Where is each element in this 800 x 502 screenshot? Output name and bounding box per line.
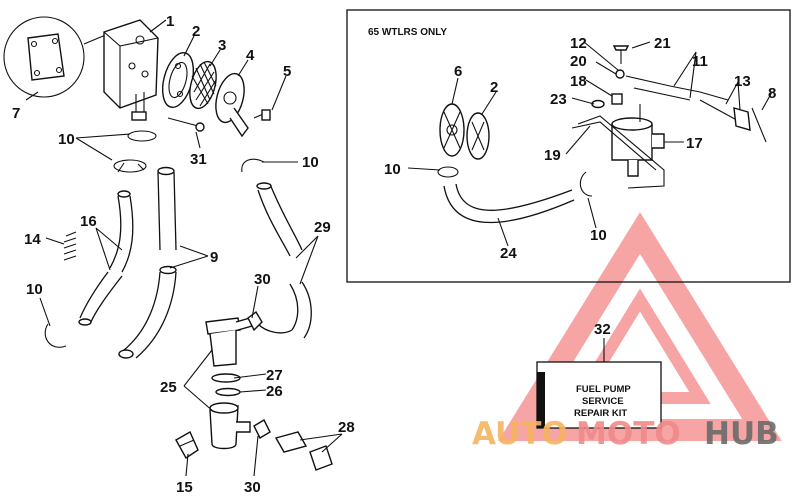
kit-label-line2: SERVICE bbox=[582, 396, 624, 407]
inset-callout-24: 24 bbox=[500, 245, 517, 262]
hose-right bbox=[256, 182, 312, 339]
callout-4: 4 bbox=[246, 47, 255, 64]
inset-fitting bbox=[615, 69, 625, 79]
watermark-auto: AUTO bbox=[472, 416, 568, 452]
bracket bbox=[175, 431, 199, 460]
callout-29: 29 bbox=[314, 219, 331, 236]
inset-check-valve bbox=[439, 103, 465, 157]
inset-callout-2: 2 bbox=[490, 79, 498, 96]
inset-callout-10-b: 10 bbox=[590, 227, 607, 244]
gasket-circle-detail bbox=[3, 16, 109, 98]
callout-28: 28 bbox=[338, 419, 355, 436]
inset-callout-12: 12 bbox=[570, 35, 587, 52]
inset-callout-10-a: 10 bbox=[384, 161, 401, 178]
inset-callout-21: 21 bbox=[654, 35, 671, 52]
hose-pieces bbox=[274, 431, 333, 471]
inset-callout-6: 6 bbox=[454, 63, 462, 80]
callout-16: 16 bbox=[80, 213, 97, 230]
inset-hose bbox=[443, 183, 575, 224]
callout-26: 26 bbox=[266, 383, 283, 400]
screw bbox=[253, 109, 271, 121]
hose-left bbox=[78, 190, 134, 326]
inset-clamp-left bbox=[437, 166, 459, 178]
callout-14: 14 bbox=[24, 231, 41, 248]
callout-2: 2 bbox=[192, 23, 200, 40]
inset-title: 65 WTLRS ONLY bbox=[368, 27, 447, 38]
kit-label-line1: FUEL PUMP bbox=[576, 384, 631, 395]
spring bbox=[63, 231, 77, 261]
kit-label-line3: REPAIR KIT bbox=[574, 408, 627, 419]
clamp-upper-left bbox=[113, 130, 157, 173]
callout-5: 5 bbox=[283, 63, 291, 80]
inset-callout-13: 13 bbox=[734, 73, 751, 90]
callout-30-a: 30 bbox=[254, 271, 271, 288]
inset-callout-23: 23 bbox=[550, 91, 567, 108]
inset-linkage-rod bbox=[625, 75, 745, 125]
filter-screen bbox=[189, 60, 217, 110]
inset-callout-20: 20 bbox=[570, 53, 587, 70]
watermark-moto: MOTO bbox=[576, 416, 681, 452]
inset-callout-19: 19 bbox=[544, 147, 561, 164]
callout-31: 31 bbox=[190, 151, 207, 168]
service-kit-box: FUEL PUMP SERVICE REPAIR KIT bbox=[536, 338, 662, 429]
inset-clip bbox=[733, 107, 751, 131]
callout-10-a: 10 bbox=[58, 131, 75, 148]
inset-screw bbox=[612, 45, 630, 64]
watermark-text: AUTO MOTO HUB bbox=[472, 416, 779, 452]
fuel-filter-assembly bbox=[205, 317, 253, 450]
pump-cover bbox=[215, 72, 249, 138]
callout-30-b: 30 bbox=[244, 479, 261, 496]
inset-callout-17: 17 bbox=[686, 135, 703, 152]
callout-10-b: 10 bbox=[302, 154, 319, 171]
clip-upper bbox=[247, 310, 263, 332]
callout-9: 9 bbox=[210, 249, 218, 266]
inset-box bbox=[346, 9, 791, 283]
inset-pump bbox=[611, 104, 665, 177]
callout-25: 25 bbox=[160, 379, 177, 396]
callout-1: 1 bbox=[166, 13, 174, 30]
clamp-lower-left bbox=[44, 323, 67, 348]
callout-7: 7 bbox=[12, 105, 20, 122]
callout-10-c: 10 bbox=[26, 281, 43, 298]
inset-pin bbox=[751, 107, 767, 143]
callout-3: 3 bbox=[218, 37, 226, 54]
clip-lower bbox=[253, 419, 271, 439]
callout-numbers: 1 2 3 4 5 7 10 31 10 14 16 9 29 10 30 27… bbox=[12, 13, 776, 496]
inset-clamp-right bbox=[579, 171, 593, 197]
clamp-upper-right bbox=[241, 158, 265, 173]
inset-nut bbox=[611, 93, 623, 105]
callout-15: 15 bbox=[176, 479, 193, 496]
bolt bbox=[167, 117, 205, 132]
leader-lines bbox=[25, 19, 773, 477]
inset-callout-11: 11 bbox=[692, 53, 708, 70]
inset-callout-8: 8 bbox=[768, 85, 776, 102]
watermark-hub: HUB bbox=[704, 416, 779, 452]
hose-middle bbox=[118, 166, 177, 359]
callout-32: 32 bbox=[594, 321, 611, 338]
fuel-pump-body bbox=[103, 19, 159, 121]
inset-bracket bbox=[571, 115, 665, 189]
inset-diaphragm bbox=[466, 112, 490, 160]
inset-callout-18: 18 bbox=[570, 73, 587, 90]
callout-27: 27 bbox=[266, 367, 283, 384]
